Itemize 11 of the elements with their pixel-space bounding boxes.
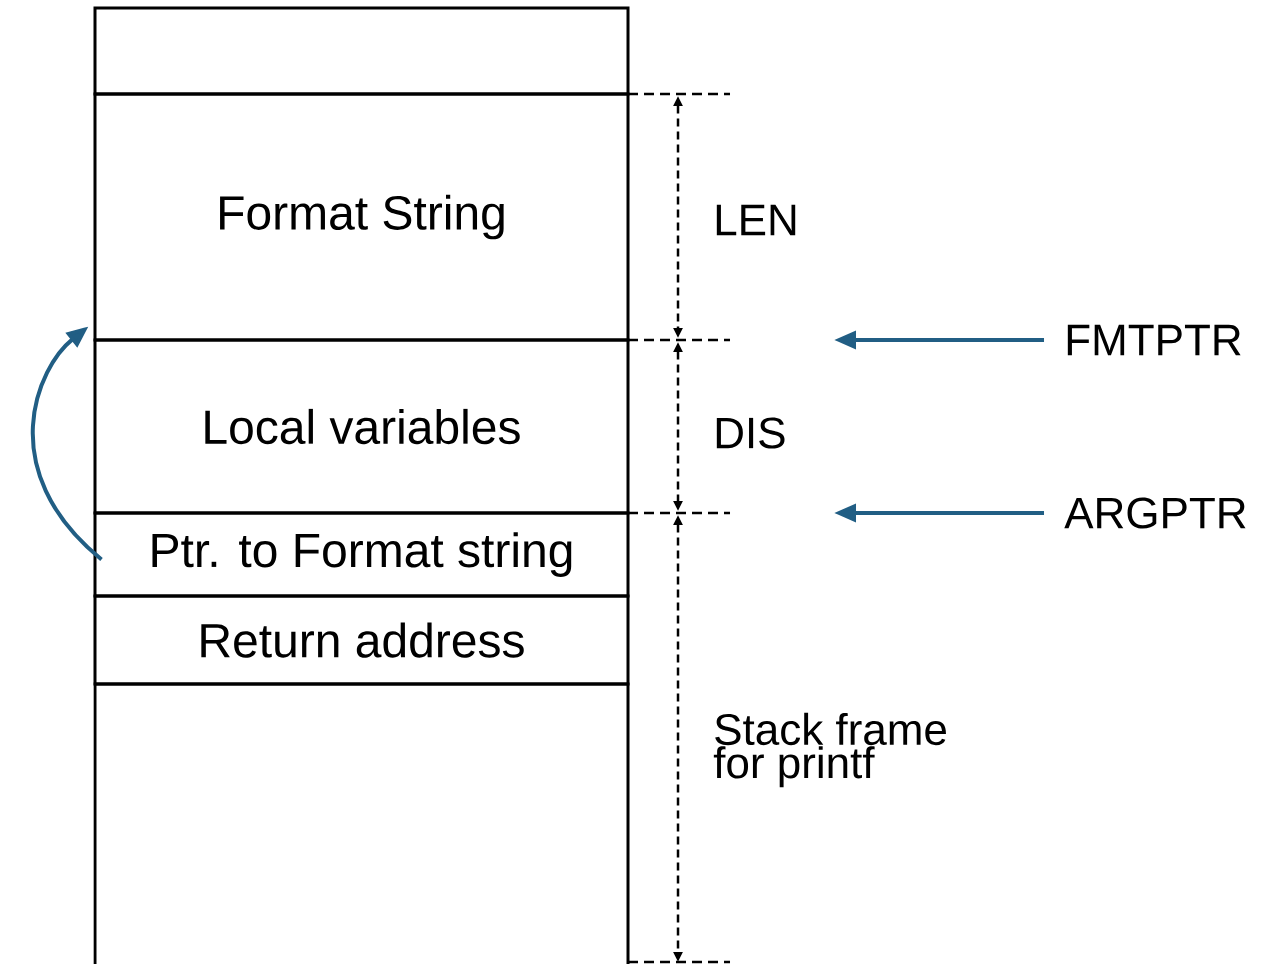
stack-cell: Format String bbox=[93, 92, 630, 342]
stack-cell: Local variables bbox=[93, 338, 630, 515]
stack-cell: Return address bbox=[93, 594, 630, 686]
dimension-label: LEN bbox=[716, 204, 796, 236]
pointer-label: ARGPTR bbox=[1064, 497, 1246, 529]
dimension-label: DIS bbox=[716, 417, 785, 449]
stack-cell bbox=[93, 682, 630, 964]
stack-cell: Ptr. to Format string bbox=[93, 511, 630, 598]
dimension-label: Stack frame for printf bbox=[713, 712, 946, 788]
pointer-label: FMTPTR bbox=[1067, 324, 1241, 356]
stack-cell bbox=[93, 6, 630, 96]
